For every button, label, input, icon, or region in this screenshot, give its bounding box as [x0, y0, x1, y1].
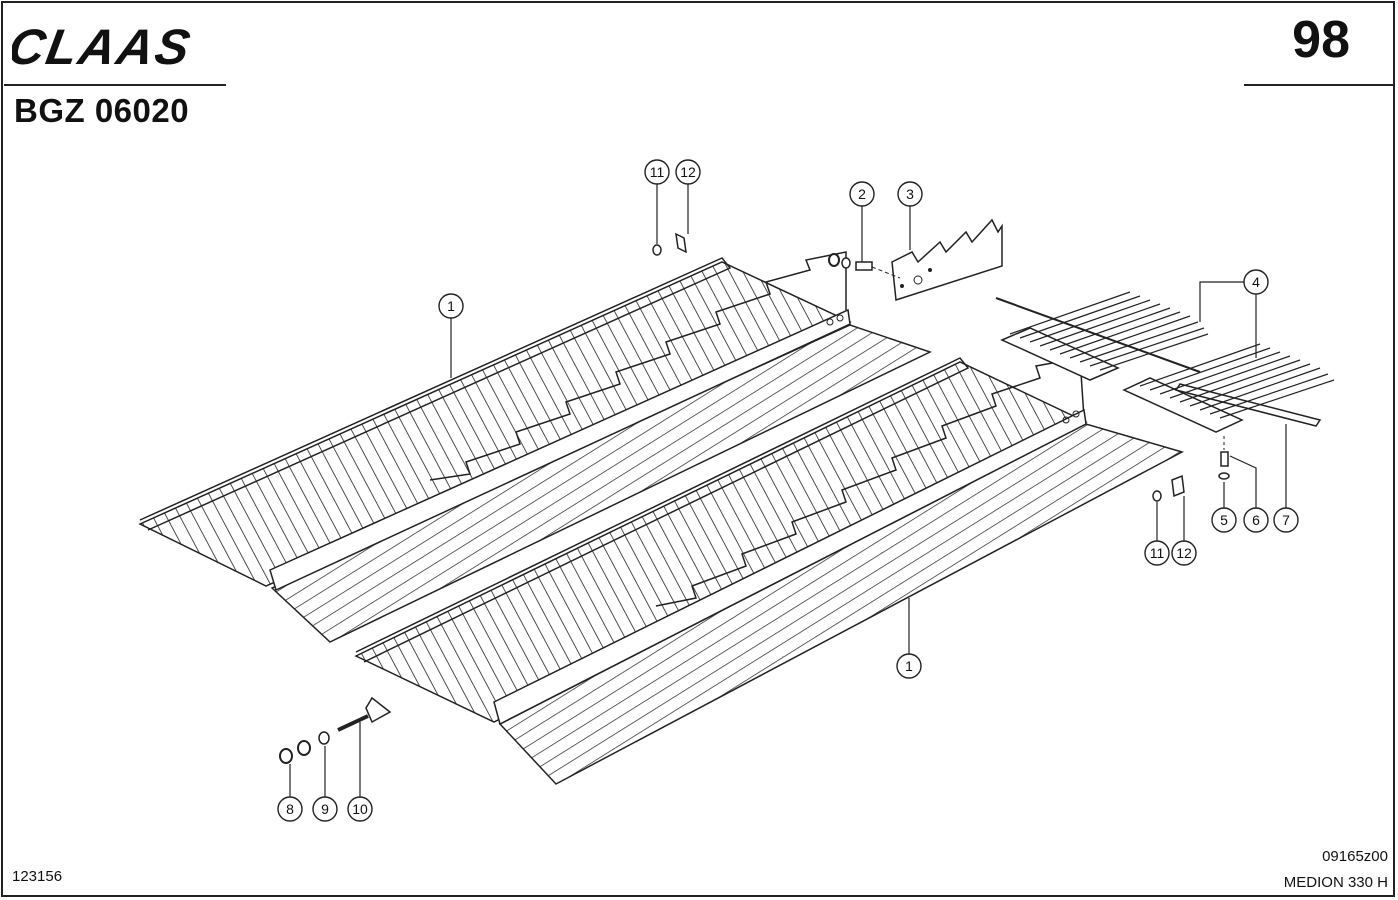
washer-9 — [318, 731, 330, 745]
svg-text:12: 12 — [680, 164, 696, 180]
plate-hole — [900, 284, 904, 288]
svg-text:4: 4 — [1252, 274, 1260, 290]
pan-upper-front-lip — [139, 257, 732, 531]
svg-text:2: 2 — [858, 186, 866, 202]
svg-text:11: 11 — [1150, 545, 1165, 561]
svg-text:9: 9 — [321, 801, 329, 817]
callout-11-top: 11 — [644, 159, 670, 185]
callout-8: 8 — [277, 796, 303, 822]
parts-11-12-right — [1152, 474, 1185, 502]
callout-6: 6 — [1243, 507, 1269, 533]
rail-hole — [826, 318, 834, 326]
serrated-plate — [891, 218, 1003, 301]
hook-bolt-assembly — [279, 696, 392, 764]
callout-1-upper: 1 — [438, 293, 464, 319]
logo-text: CLAAS — [12, 18, 196, 74]
page-number: 98 — [1292, 11, 1350, 69]
finger-sieve-lower — [1122, 343, 1335, 433]
nut-8a — [279, 748, 293, 764]
pan-lower-front-lip — [355, 357, 970, 663]
fasteners-right — [1218, 436, 1230, 480]
nut-8b — [297, 740, 311, 756]
finger-sieve-upper — [995, 291, 1209, 381]
svg-text:5: 5 — [1220, 512, 1228, 528]
callout-9: 9 — [312, 796, 338, 822]
plate-hole — [928, 268, 932, 272]
svg-text:1: 1 — [905, 658, 913, 674]
plate-hole — [913, 275, 923, 285]
bolt — [855, 261, 873, 271]
rail-hole — [836, 314, 844, 322]
sieve-lower-plate — [1122, 377, 1244, 433]
callout-3: 3 — [897, 181, 923, 207]
screw-6 — [1220, 451, 1229, 467]
hook-bolt-head — [365, 696, 392, 724]
document-number: 123156 — [12, 868, 63, 885]
washer-11 — [1152, 490, 1162, 502]
svg-text:1: 1 — [447, 298, 455, 314]
pan-lower-sawtooth-ridge — [655, 357, 1085, 607]
callout-12-right: 12 — [1171, 540, 1197, 566]
sieve-lower-tines — [1139, 343, 1335, 419]
nut — [828, 253, 840, 267]
washer-5 — [1218, 472, 1230, 480]
svg-text:7: 7 — [1282, 512, 1290, 528]
callout-7: 7 — [1273, 507, 1299, 533]
model-name: MEDION 330 H — [1283, 874, 1388, 891]
rail-hole — [1062, 416, 1070, 424]
grain-pan-lower — [354, 357, 1184, 785]
callout-11-right: 11 — [1144, 540, 1170, 566]
pan-lower-center-rail — [493, 408, 1087, 726]
svg-text:6: 6 — [1252, 512, 1260, 528]
group-code: BGZ 06020 — [14, 92, 190, 129]
washer — [841, 257, 851, 269]
callout-2: 2 — [849, 181, 875, 207]
serrated-plate-body — [891, 218, 1003, 301]
callout-1-lower: 1 — [896, 653, 922, 679]
clip-12 — [1171, 474, 1185, 498]
bolt-assembly-2 — [828, 253, 901, 279]
leader-lines — [289, 184, 1287, 797]
grain-pan-upper — [138, 251, 932, 643]
drawing-number: 09165z00 — [1322, 848, 1388, 865]
claas-logo: CLAAS — [12, 18, 196, 74]
hook-bolt-shaft — [337, 714, 369, 732]
svg-text:3: 3 — [906, 186, 914, 202]
header-rule-left — [4, 84, 226, 86]
pan-upper-center-rail — [269, 308, 851, 592]
rail-hole — [1072, 410, 1080, 418]
callout-12-top: 12 — [675, 159, 701, 185]
header-rule-right — [1244, 84, 1394, 86]
parts-11-12-top — [652, 232, 687, 256]
sieve-upper-tines — [1009, 291, 1209, 371]
assembly-line — [871, 266, 901, 279]
callout-10: 10 — [347, 796, 373, 822]
clip-12 — [675, 232, 687, 254]
svg-text:8: 8 — [286, 801, 294, 817]
svg-text:10: 10 — [352, 801, 368, 817]
callouts: 1 1 2 3 4 5 6 7 — [277, 159, 1299, 822]
pan-upper-sawtooth-ridge — [429, 251, 847, 481]
callout-5: 5 — [1211, 507, 1237, 533]
svg-text:12: 12 — [1176, 545, 1192, 561]
svg-text:11: 11 — [650, 164, 665, 180]
washer-11 — [652, 244, 662, 256]
sieve-upper-bar — [995, 297, 1201, 373]
callout-4: 4 — [1243, 269, 1269, 295]
